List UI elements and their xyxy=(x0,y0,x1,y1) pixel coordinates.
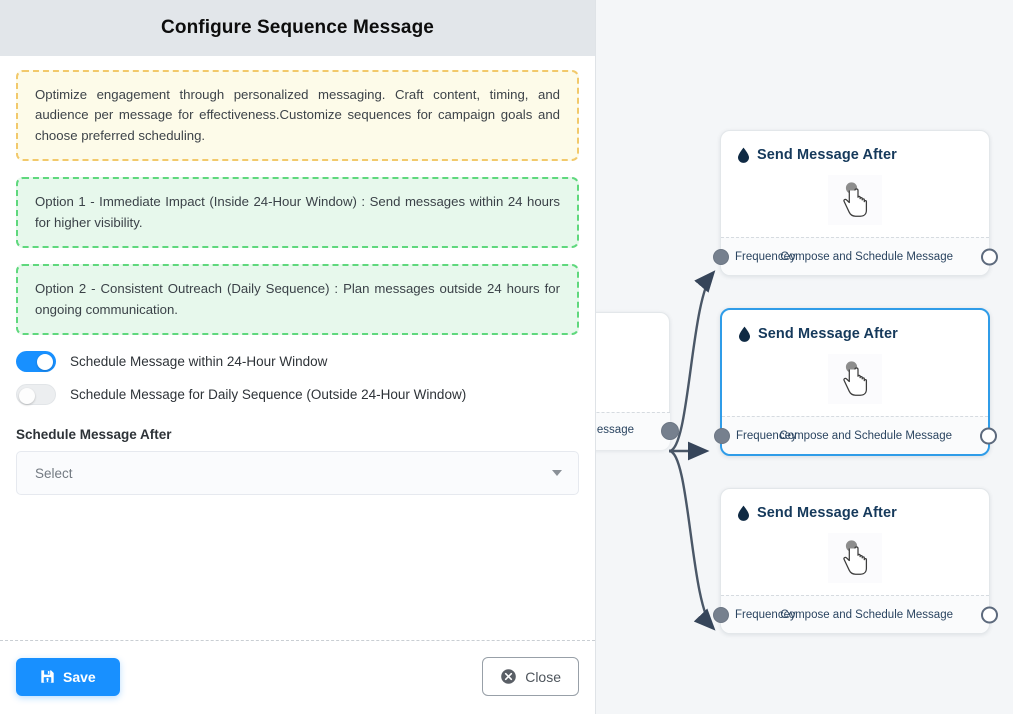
node-source-handle[interactable] xyxy=(980,427,997,444)
node-target-handle[interactable] xyxy=(714,427,730,444)
node-foot-left-label: Frequencey xyxy=(735,608,796,621)
close-button[interactable]: Close xyxy=(482,657,579,696)
tap-icon-container xyxy=(828,175,882,225)
water-drop-icon xyxy=(738,505,749,521)
flow-node-send-message-after-3[interactable]: Send Message After Frequencey Compose an… xyxy=(713,488,998,634)
toggle-row-daily-sequence[interactable]: Schedule Message for Daily Sequence (Out… xyxy=(16,384,579,406)
info-note-box: Optimize engagement through personalized… xyxy=(16,70,579,162)
save-floppy-icon xyxy=(41,670,54,683)
node-source-handle[interactable] xyxy=(981,606,998,623)
option-1-box: Option 1 - Immediate Impact (Inside 24-H… xyxy=(16,177,579,249)
partial-node-source-handle[interactable] xyxy=(661,422,679,440)
node-title-row: Send Message After xyxy=(737,505,973,521)
toggle-schedule-daily-sequence[interactable] xyxy=(16,384,56,406)
save-button[interactable]: Save xyxy=(16,657,120,696)
node-target-handle[interactable] xyxy=(713,606,729,623)
node-title-row: Send Message After xyxy=(738,326,972,342)
node-title-text: Send Message After xyxy=(757,147,897,163)
node-source-handle[interactable] xyxy=(981,248,998,265)
node-body: Send Message After xyxy=(721,489,989,595)
node-footer: Frequencey Compose and Schedule Message xyxy=(713,595,998,633)
close-circle-icon xyxy=(501,669,517,684)
toggle-label-daily-sequence: Schedule Message for Daily Sequence (Out… xyxy=(70,387,467,403)
schedule-message-after-label: Schedule Message After xyxy=(16,427,172,443)
node-foot-right-label: Compose and Schedule Message xyxy=(780,250,953,263)
toggle-schedule-within-24h[interactable] xyxy=(16,351,56,373)
option-2-box: Option 2 - Consistent Outreach (Daily Se… xyxy=(16,264,579,336)
panel-footer: Save Close xyxy=(0,640,595,714)
toggle-row-within-24h[interactable]: Schedule Message within 24-Hour Window xyxy=(16,351,579,373)
flow-node-send-message-after-2[interactable]: Send Message After Frequencey Compose an… xyxy=(714,308,997,456)
node-title-text: Send Message After xyxy=(758,326,898,342)
configure-sequence-panel: Configure Sequence Message Optimize enga… xyxy=(0,0,596,714)
schedule-message-after-select[interactable]: Select xyxy=(16,451,579,496)
node-foot-right-label: Compose and Schedule Message xyxy=(780,608,953,621)
flow-node-partial[interactable]: ce Message xyxy=(400,312,679,450)
toggle-label-within-24h: Schedule Message within 24-Hour Window xyxy=(70,354,328,370)
toggle-knob xyxy=(37,353,53,370)
chevron-down-icon xyxy=(552,470,562,477)
tap-icon-container xyxy=(828,533,882,583)
node-title-row: Send Message After xyxy=(737,147,973,163)
tap-hand-icon xyxy=(843,361,868,396)
panel-content: Optimize engagement through personalized… xyxy=(0,56,595,640)
tap-hand-icon xyxy=(843,182,868,217)
node-target-handle[interactable] xyxy=(713,248,729,265)
panel-header: Configure Sequence Message xyxy=(0,0,595,56)
tap-hand-icon xyxy=(843,540,868,575)
node-body: Send Message After xyxy=(721,131,989,237)
toggle-knob xyxy=(19,387,35,404)
page-title: Configure Sequence Message xyxy=(161,17,434,38)
node-foot-left-label: Frequencey xyxy=(735,250,796,263)
node-body: Send Message After xyxy=(722,310,988,416)
node-foot-right-label: Compose and Schedule Message xyxy=(779,429,952,442)
select-value: Select xyxy=(35,465,73,481)
flow-node-send-message-after-1[interactable]: Send Message After Frequencey Compose an… xyxy=(713,130,998,276)
tap-icon-container xyxy=(828,354,882,404)
node-foot-left-label: Frequencey xyxy=(736,429,797,442)
node-footer: Frequencey Compose and Schedule Message xyxy=(714,416,997,454)
node-title-text: Send Message After xyxy=(757,505,897,521)
save-button-label: Save xyxy=(63,668,96,685)
water-drop-icon xyxy=(739,326,750,342)
node-footer: Frequencey Compose and Schedule Message xyxy=(713,237,998,275)
close-button-label: Close xyxy=(525,668,561,685)
water-drop-icon xyxy=(738,147,749,163)
